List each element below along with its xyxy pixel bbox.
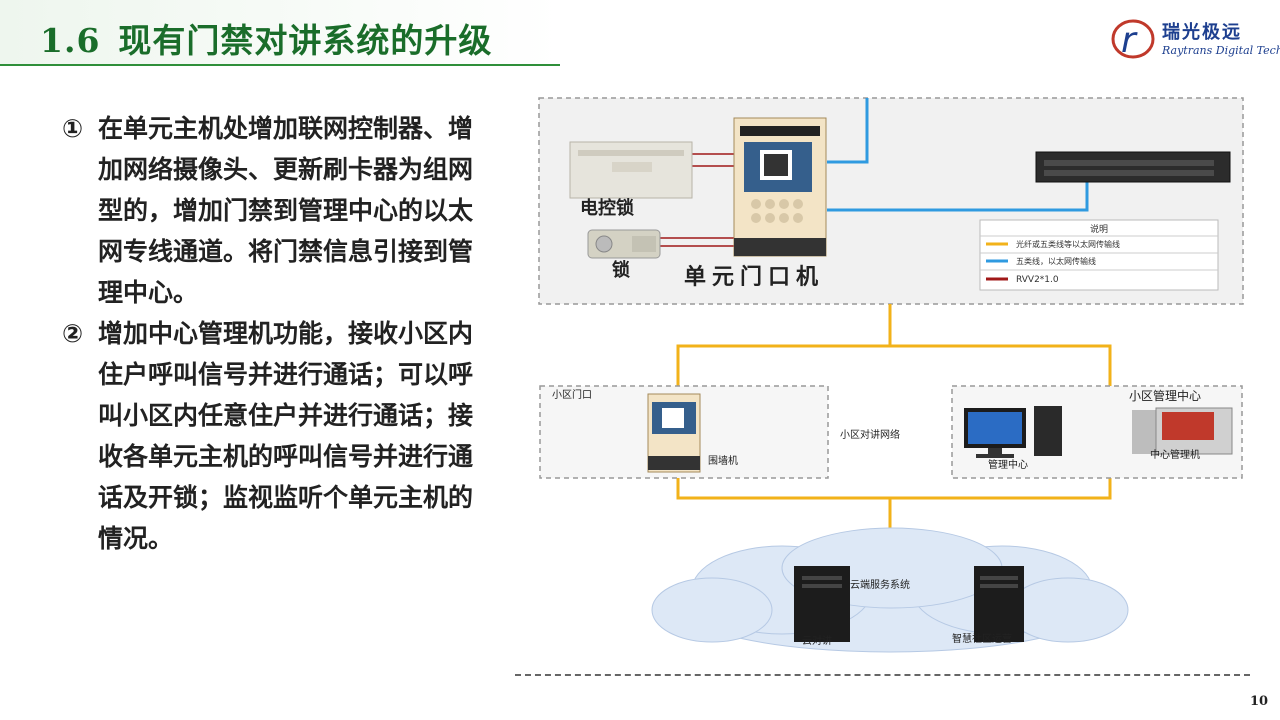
community-mgmt-label: 小区管理中心 bbox=[1129, 388, 1201, 403]
community-gate-label: 小区门口 bbox=[552, 388, 592, 401]
svg-text:r: r bbox=[1121, 20, 1138, 61]
bullet-number: ② bbox=[62, 319, 84, 348]
bottom-divider bbox=[515, 674, 1250, 676]
cloud-intercom-label: 云对讲 bbox=[802, 634, 832, 647]
page-title: 1.6 现有门禁对讲系统的升级 bbox=[40, 14, 492, 62]
center-mgmt-unit-label: 中心管理机 bbox=[1150, 448, 1200, 461]
mgmt-center-label: 管理中心 bbox=[988, 458, 1028, 471]
unit-door-label: 单元门口机 bbox=[684, 264, 824, 290]
blue-link-2 bbox=[827, 176, 1089, 212]
orange-line-2 bbox=[676, 344, 1112, 386]
legend-2: 五类线，以太网传输线 bbox=[1016, 256, 1096, 266]
company-logo: r 瑞光极远 Raytrans Digital Tech. bbox=[1110, 14, 1280, 66]
legend-title: 说明 bbox=[1090, 223, 1108, 235]
cloud-system-label: 云端服务系统 bbox=[850, 578, 910, 591]
header-divider bbox=[0, 64, 560, 66]
legend: 说明 光纤或五类线等以太网传输线 五类线，以太网传输线 RVV2*1.0 bbox=[979, 219, 1219, 291]
blue-link-1 bbox=[827, 98, 869, 164]
server-icon-right bbox=[974, 566, 1024, 642]
item-text: 增加中心管理机功能，接收小区内住户呼叫信号并进行通话；可以呼叫小区内任意住户并进… bbox=[98, 319, 474, 553]
intercom-network-label: 小区对讲网络 bbox=[840, 428, 900, 441]
bullet-number: ① bbox=[62, 114, 84, 143]
unit-door-panel-icon bbox=[733, 117, 827, 257]
center-mgmt-unit-icon bbox=[1132, 407, 1233, 455]
bullet-list: ① 在单元主机处增加联网控制器、增加网络摄像头、更新刷卡器为组网型的，增加门禁到… bbox=[62, 108, 492, 559]
list-item: ① 在单元主机处增加联网控制器、增加网络摄像头、更新刷卡器为组网型的，增加门禁到… bbox=[62, 108, 492, 313]
wall-unit-icon bbox=[647, 393, 701, 473]
smart-community-label: 智慧社区运营 bbox=[952, 632, 1012, 645]
lock-label: 锁 bbox=[612, 259, 630, 281]
server-icon-left bbox=[794, 566, 850, 642]
logo-en-name: Raytrans Digital Tech. bbox=[1162, 44, 1280, 57]
legend-1: 光纤或五类线等以太网传输线 bbox=[1016, 239, 1120, 249]
orange-line-3 bbox=[676, 476, 1112, 500]
lock-icon bbox=[587, 229, 661, 259]
electric-lock-controller-icon bbox=[569, 141, 693, 199]
electric-lock-label: 电控锁 bbox=[580, 197, 634, 219]
network-switch-icon bbox=[1035, 151, 1231, 183]
legend-3: RVV2*1.0 bbox=[1016, 275, 1059, 285]
system-diagram: 电控锁 锁 单元门口机 说明 光纤或五类线等以太网传输线 五类线，以太网传输 bbox=[538, 97, 1244, 653]
computer-icon bbox=[964, 406, 1062, 458]
logo-r-icon: r bbox=[1111, 19, 1155, 61]
header-band bbox=[0, 0, 560, 66]
title-text: 现有门禁对讲系统的升级 bbox=[118, 21, 493, 60]
item-text: 在单元主机处增加联网控制器、增加网络摄像头、更新刷卡器为组网型的，增加门禁到管理… bbox=[98, 114, 474, 307]
list-item: ② 增加中心管理机功能，接收小区内住户呼叫信号并进行通话；可以呼叫小区内任意住户… bbox=[62, 313, 492, 559]
page-number: 10 bbox=[1250, 694, 1269, 709]
wall-unit-label: 围墙机 bbox=[708, 454, 738, 467]
section-number: 1.6 bbox=[40, 21, 101, 60]
logo-cn-name: 瑞光极远 bbox=[1162, 22, 1242, 43]
